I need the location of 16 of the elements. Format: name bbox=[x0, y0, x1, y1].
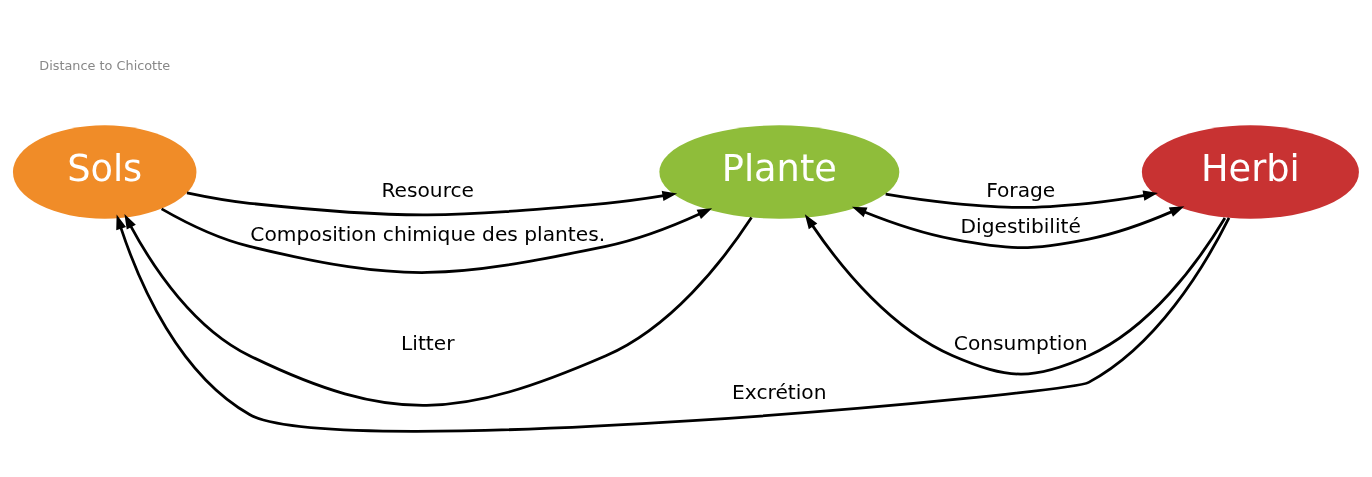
arrow bbox=[186, 190, 678, 216]
edge-label: Digestibilité bbox=[960, 213, 1081, 238]
node-ellipse: Sols bbox=[12, 124, 197, 219]
arrow bbox=[804, 213, 1227, 375]
label: Distance to Chicotte bbox=[39, 57, 171, 73]
edge-label: Composition chimique des plantes. bbox=[250, 221, 606, 246]
edge-label: Excrétion bbox=[732, 379, 827, 404]
edge-label: Resource bbox=[381, 177, 475, 202]
arrow bbox=[116, 214, 1231, 433]
arrow bbox=[885, 190, 1158, 209]
arrow bbox=[124, 213, 753, 407]
edge-label: Consumption bbox=[953, 330, 1088, 355]
arrow bbox=[851, 205, 1185, 249]
edge-label: Forage bbox=[986, 177, 1056, 202]
arrow bbox=[160, 207, 713, 274]
edge-label: Litter bbox=[401, 330, 455, 355]
